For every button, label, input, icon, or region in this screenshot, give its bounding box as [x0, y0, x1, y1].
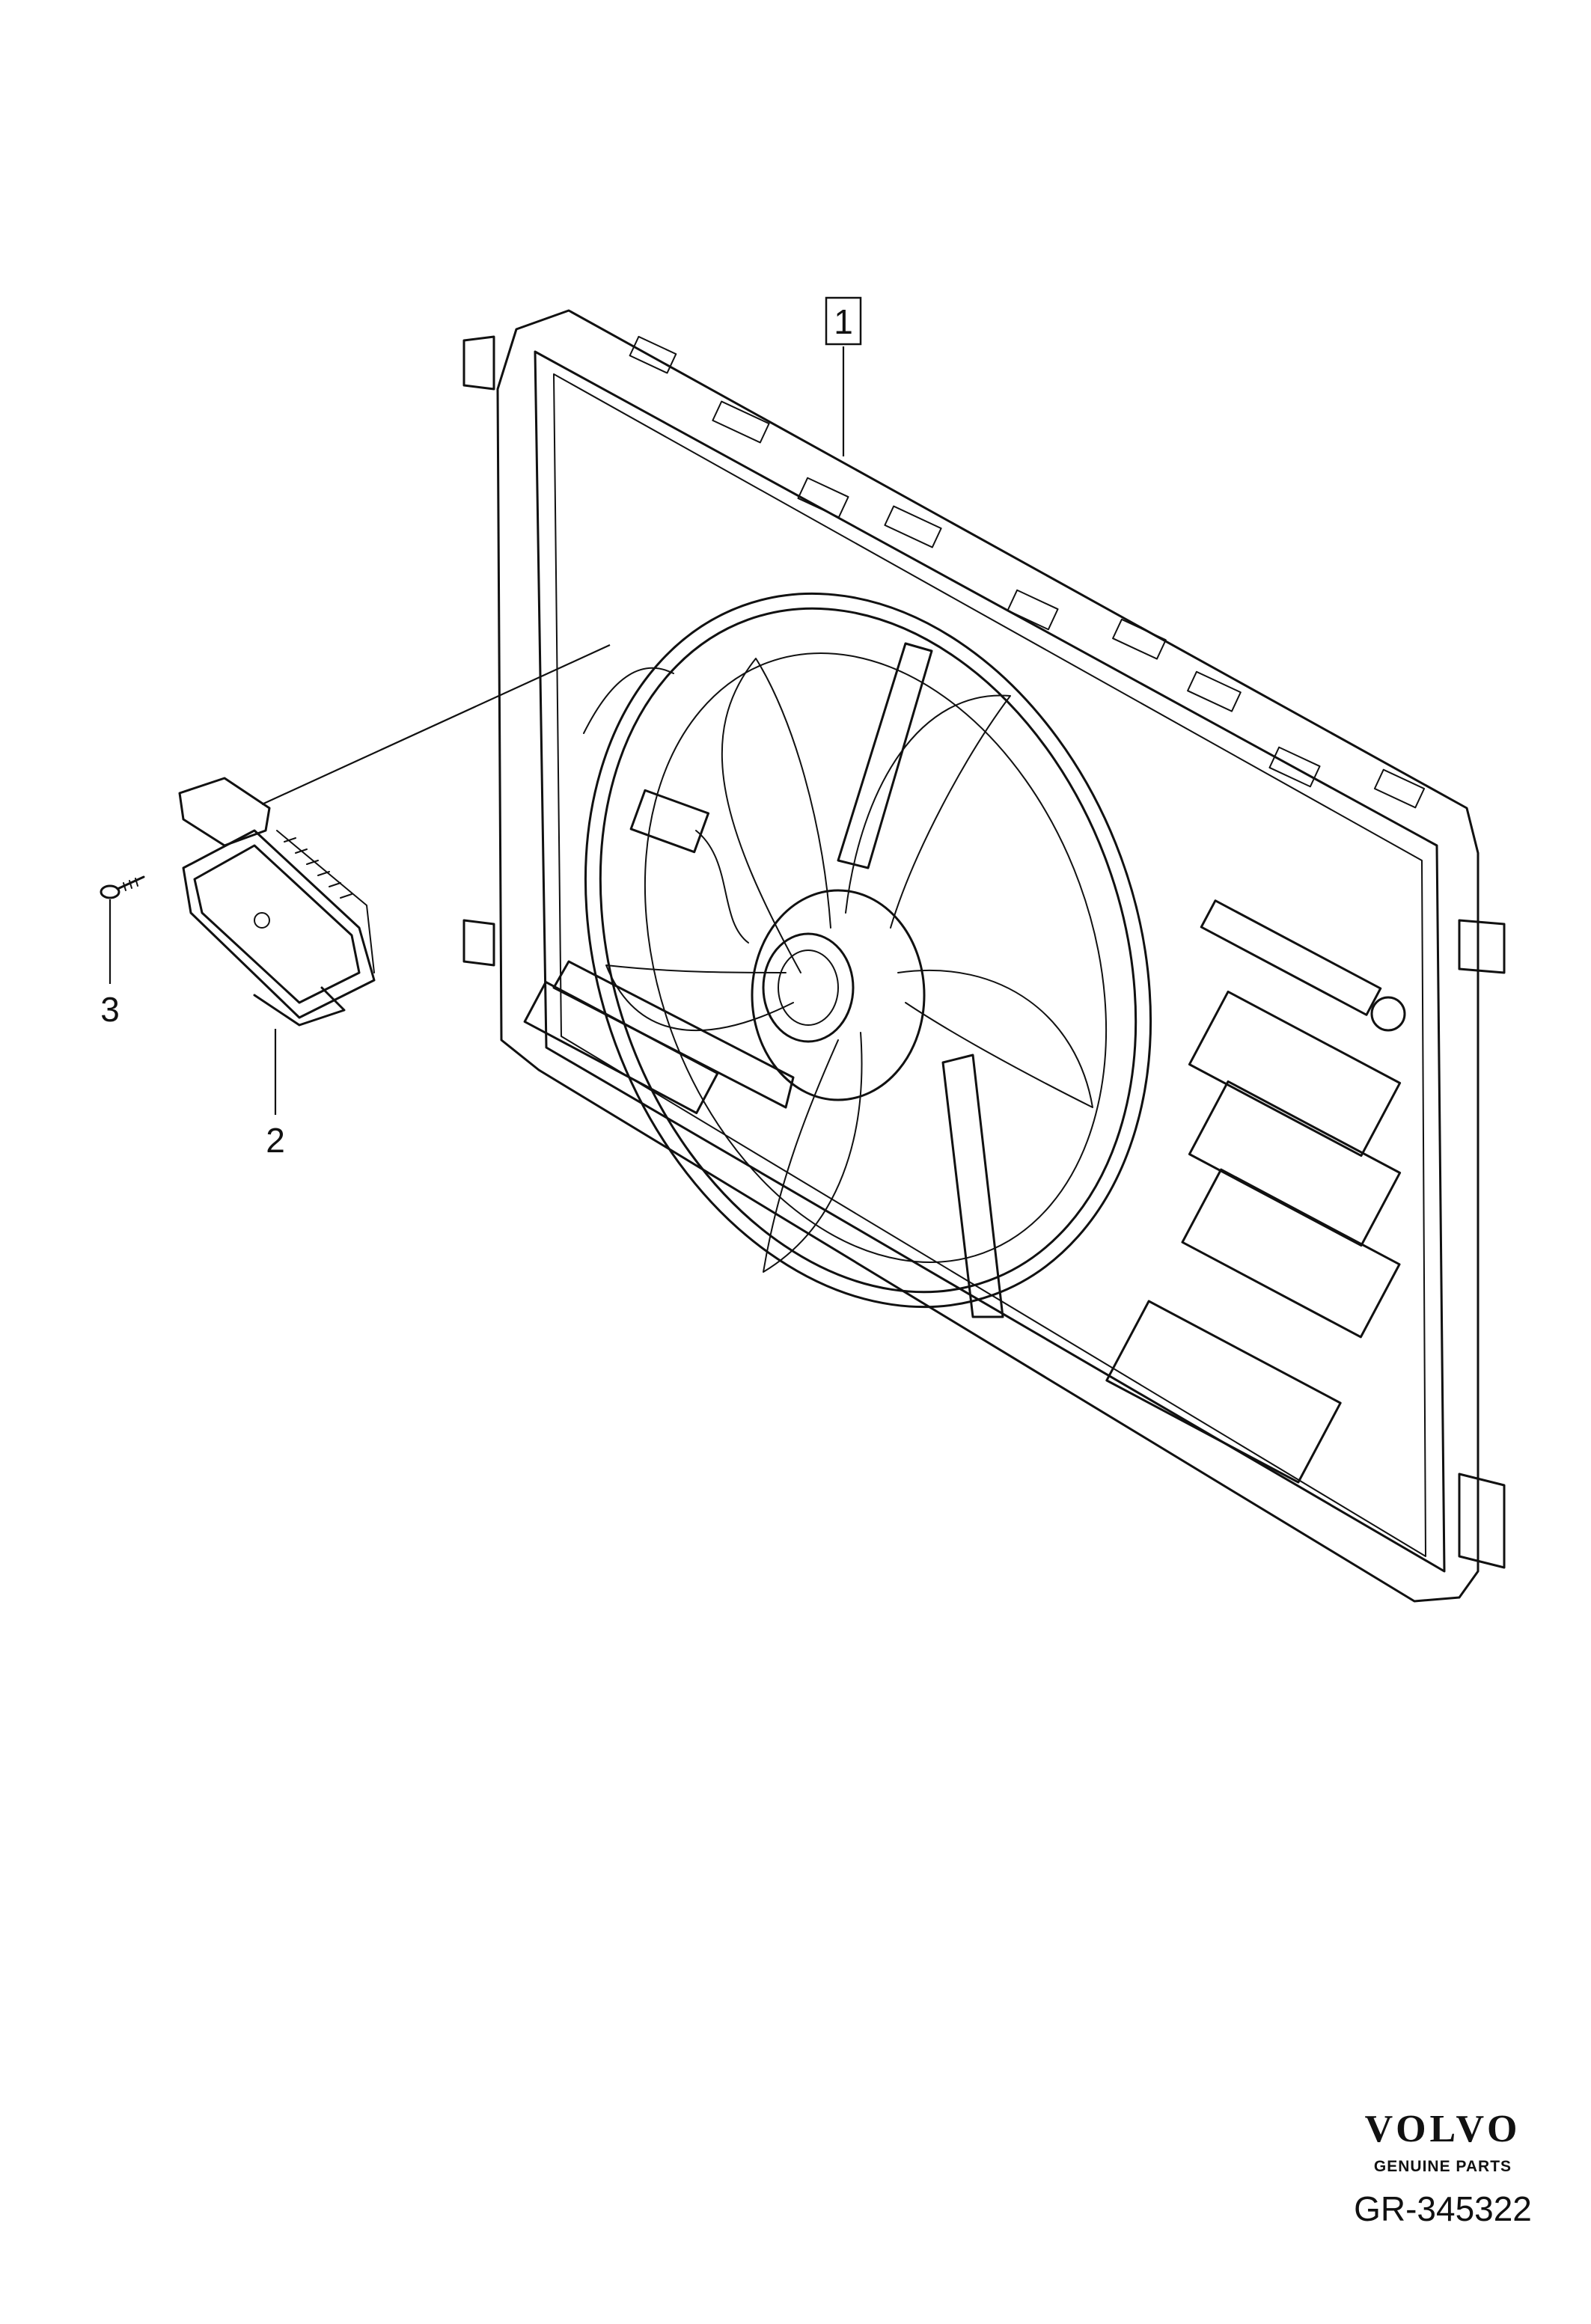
fan-shroud-assembly [462, 309, 1506, 1603]
callout-2: 2 [266, 1121, 285, 1160]
leader-lines [109, 346, 845, 1115]
callout-3: 3 [100, 990, 120, 1029]
volvo-logo: VOLVO [1365, 2108, 1521, 2150]
reference-code: GR-345322 [1354, 2189, 1532, 2228]
fan-control-module [178, 777, 376, 1027]
screw [100, 875, 145, 899]
callout-box-1 [825, 296, 862, 346]
genuine-parts-label: GENUINE PARTS [1374, 2158, 1512, 2175]
callout-1: 1 [834, 302, 853, 341]
